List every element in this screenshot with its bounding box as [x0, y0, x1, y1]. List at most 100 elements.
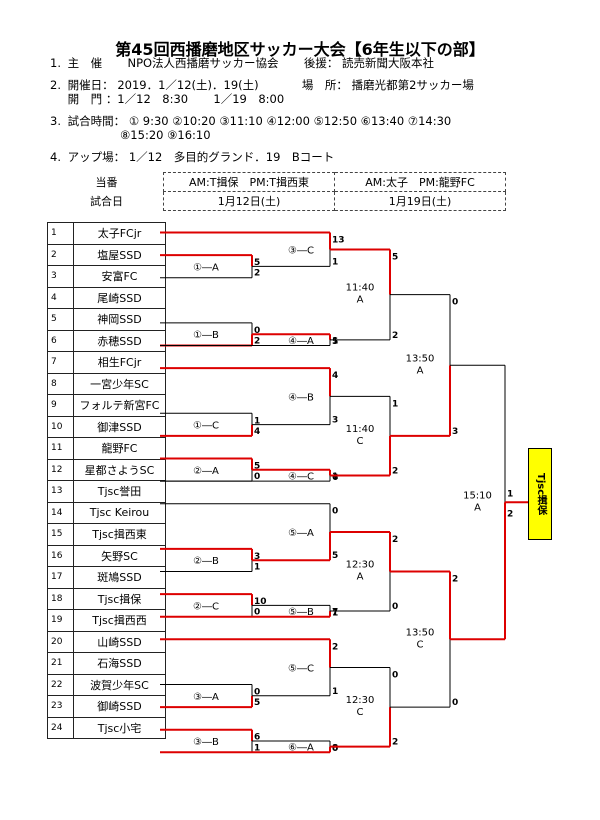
match-court: C [357, 436, 364, 447]
match-label: ③―C [288, 245, 314, 256]
team-name: 御崎SSD [73, 695, 166, 718]
match-time: 13:50 [406, 627, 435, 638]
match-label: ④―B [288, 392, 314, 403]
info-line-1: 1. 主 催 NPO法人西播磨サッカー協会 後援： 読売新聞大阪本社 [50, 56, 435, 70]
score-label: 3 [452, 427, 458, 437]
score-label: 1 [332, 472, 338, 482]
match-court: A [357, 572, 364, 583]
team-name: Tjsc誉田 [73, 480, 166, 503]
score-label: 0 [254, 472, 260, 482]
score-label: 1 [254, 416, 260, 426]
score-label: 1 [254, 743, 260, 753]
score-label: 6 [332, 473, 338, 483]
score-label: 0 [452, 298, 458, 308]
team-name: 神岡SSD [73, 308, 166, 331]
match-label: ③―A [193, 692, 219, 703]
score-label: 1 [392, 399, 398, 409]
team-name: 相生FCjr [73, 351, 166, 374]
match-court: C [417, 639, 424, 650]
team-name: 赤穂SSD [73, 329, 166, 352]
match-court: C [357, 707, 364, 718]
score-label: 3 [332, 416, 338, 426]
info-line-2: 2. 開催日： 2019．1／12(土)．19(土) 場 所： 播磨光都第2サッ… [50, 78, 474, 92]
score-label: 0 [392, 671, 398, 681]
match-court: A [474, 502, 481, 513]
duty-label: 当番 [95, 176, 118, 189]
score-label: 7 [332, 608, 338, 618]
info-line-2b: 開 門 ：1／12 8:30 1／19 8:00 [67, 92, 285, 106]
match-label: ④―C [288, 471, 314, 482]
match-time: 13:50 [406, 353, 435, 364]
match-label: ⑤―B [288, 607, 314, 618]
score-label: 4 [332, 371, 338, 381]
score-label: 0 [254, 688, 260, 698]
team-name: 龍野FC [73, 437, 166, 460]
score-label: 8 [332, 743, 338, 753]
team-name: 御津SSD [73, 415, 166, 438]
team-name: 太子FCjr [73, 222, 166, 245]
score-label: 1 [332, 608, 338, 618]
match-day1: 1月12日(土) [163, 191, 335, 211]
score-label: 2 [452, 575, 458, 585]
match-label: ②―A [193, 466, 219, 477]
score-label: 2 [254, 337, 260, 347]
score-label: 2 [392, 738, 398, 748]
score-label: 2 [392, 331, 398, 341]
score-label: 2 [507, 509, 513, 519]
team-name: 矢野SC [73, 544, 166, 567]
match-court: A [417, 365, 424, 376]
score-label: 5 [392, 252, 398, 262]
match-day-label: 試合日 [90, 195, 123, 208]
team-name: Tjsc揖西西 [73, 609, 166, 632]
score-label: 1 [332, 257, 338, 267]
match-time: 11:40 [346, 424, 375, 435]
score-label: 3 [254, 552, 260, 562]
info-line-3: 3. 試合時間： ① 9:30 ②10:20 ③11:10 ④12:00 ⑤12… [50, 114, 452, 128]
match-label: ①―A [193, 262, 219, 273]
match-label: ⑤―C [288, 664, 314, 675]
score-label: 1 [507, 489, 513, 499]
match-label: ③―B [193, 737, 219, 748]
score-label: 5 [332, 337, 338, 347]
team-name: Tjsc小宅 [73, 716, 166, 739]
match-label: ②―C [193, 601, 219, 612]
score-label: 10 [254, 597, 267, 607]
score-label: 1 [332, 337, 338, 347]
score-label: 0 [332, 507, 338, 517]
page-title: 第45回西播磨地区サッカー大会【6年生以下の部】 [115, 40, 485, 59]
score-label: 0 [332, 744, 338, 754]
score-label: 6 [254, 733, 260, 743]
score-label: 2 [254, 269, 260, 279]
match-court: A [357, 295, 364, 306]
info-line-4: 4. アップ場： 1／12 多目的グランド．19 Bコート [50, 150, 335, 164]
team-name: Tjsc揖保 [73, 587, 166, 610]
match-time: 15:10 [463, 490, 492, 501]
score-label: 5 [254, 258, 260, 268]
score-label: 2 [332, 642, 338, 652]
score-label: 1 [332, 687, 338, 697]
match-time: 11:40 [346, 283, 375, 294]
team-name: 尾崎SSD [73, 286, 166, 309]
score-label: 13 [332, 236, 345, 246]
score-label: 5 [254, 698, 260, 708]
match-label: ②―B [193, 556, 219, 567]
duty-schedule-table: 当番 AM:T揖保 PM:T揖西東 AM:太子 PM:龍野FC 試合日 1月12… [50, 172, 506, 211]
match-day2: 1月19日(土) [334, 191, 506, 211]
